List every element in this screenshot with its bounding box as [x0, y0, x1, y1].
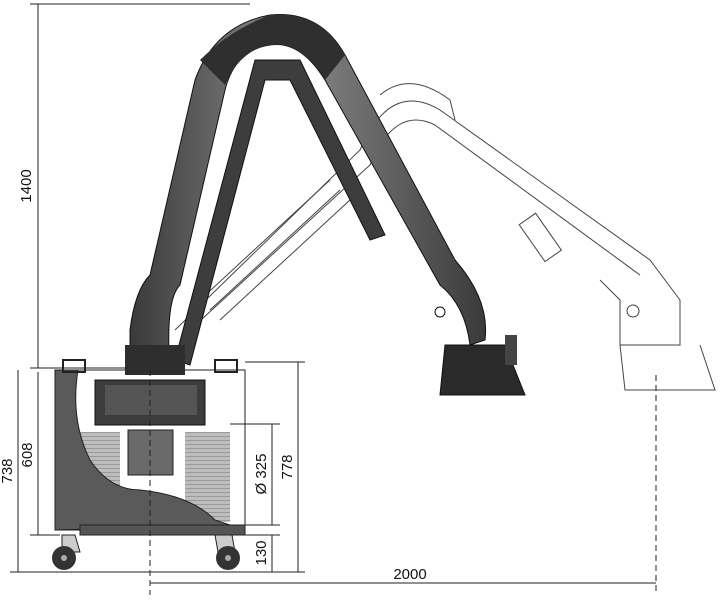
wheel-right — [214, 534, 240, 570]
wheel-left — [52, 534, 81, 570]
dim-2000: 2000 — [393, 566, 426, 583]
dim-608: 608 — [19, 442, 36, 467]
cabinet — [54, 359, 246, 536]
dimension-lines — [10, 3, 656, 584]
dim-738: 738 — [0, 458, 16, 483]
dim-130: 130 — [253, 540, 270, 565]
dim-1400: 1400 — [18, 169, 35, 202]
dim-filter-diameter: Ø 325 — [253, 454, 270, 495]
dim-778: 778 — [279, 454, 296, 479]
extraction-arm — [125, 14, 526, 396]
ghost-arm-outline — [174, 83, 716, 391]
